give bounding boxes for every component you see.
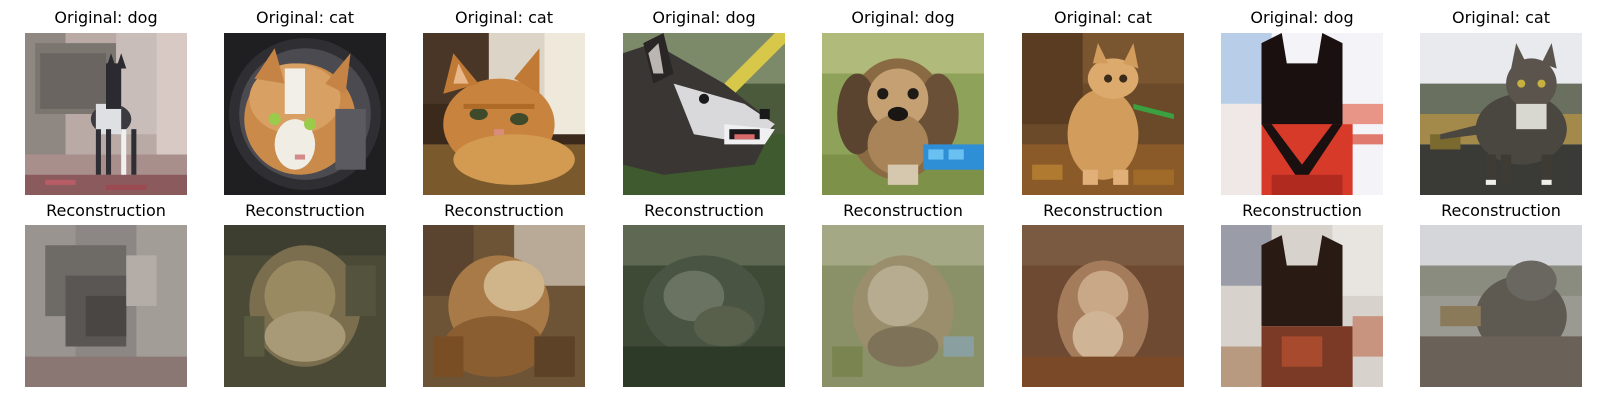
reconstruction-image-5-graphic (1022, 225, 1184, 387)
reconstruction-title: Reconstruction (444, 201, 564, 220)
original-image-cat-sitting (1022, 33, 1184, 195)
original-image-dog-red-harness-graphic (1221, 33, 1383, 195)
original-image-cat-sitting-graphic (1022, 33, 1184, 195)
original-title: Original: cat (256, 8, 354, 27)
original-image-dog-standing-graphic (25, 33, 187, 195)
reconstruction-title: Reconstruction (843, 201, 963, 220)
reconstruction-image-0-graphic (25, 225, 187, 387)
original-title: Original: cat (1054, 8, 1152, 27)
reconstruction-image-7 (1420, 225, 1582, 387)
original-image-shaggy-dog (822, 33, 984, 195)
original-image-husky-graphic (623, 33, 785, 195)
reconstruction-image-6-graphic (1221, 225, 1383, 387)
original-image-shaggy-dog-graphic (822, 33, 984, 195)
reconstruction-image-7-graphic (1420, 225, 1582, 387)
reconstruction-title: Reconstruction (46, 201, 166, 220)
original-title: Original: dog (1250, 8, 1354, 27)
reconstruction-image-5 (1022, 225, 1184, 387)
original-image-dog-standing (25, 33, 187, 195)
reconstruction-image-2 (423, 225, 585, 387)
original-title: Original: dog (652, 8, 756, 27)
original-image-orange-kitten-graphic (423, 33, 585, 195)
reconstruction-title: Reconstruction (1441, 201, 1561, 220)
reconstruction-image-0 (25, 225, 187, 387)
original-image-orange-kitten (423, 33, 585, 195)
original-title: Original: dog (54, 8, 158, 27)
original-title: Original: cat (1452, 8, 1550, 27)
reconstruction-image-3-graphic (623, 225, 785, 387)
original-title: Original: cat (455, 8, 553, 27)
reconstruction-image-1-graphic (224, 225, 386, 387)
reconstruction-image-6 (1221, 225, 1383, 387)
original-image-tabby-cat (1420, 33, 1582, 195)
original-image-dog-red-harness (1221, 33, 1383, 195)
reconstruction-image-1 (224, 225, 386, 387)
original-title: Original: dog (851, 8, 955, 27)
reconstruction-image-4 (822, 225, 984, 387)
reconstruction-image-3 (623, 225, 785, 387)
reconstruction-title: Reconstruction (1043, 201, 1163, 220)
original-image-tabby-cat-graphic (1420, 33, 1582, 195)
original-image-cat-in-bed-graphic (224, 33, 386, 195)
original-image-cat-in-bed (224, 33, 386, 195)
reconstruction-title: Reconstruction (245, 201, 365, 220)
original-image-husky (623, 33, 785, 195)
reconstruction-image-4-graphic (822, 225, 984, 387)
reconstruction-image-2-graphic (423, 225, 585, 387)
reconstruction-title: Reconstruction (1242, 201, 1362, 220)
reconstruction-title: Reconstruction (644, 201, 764, 220)
